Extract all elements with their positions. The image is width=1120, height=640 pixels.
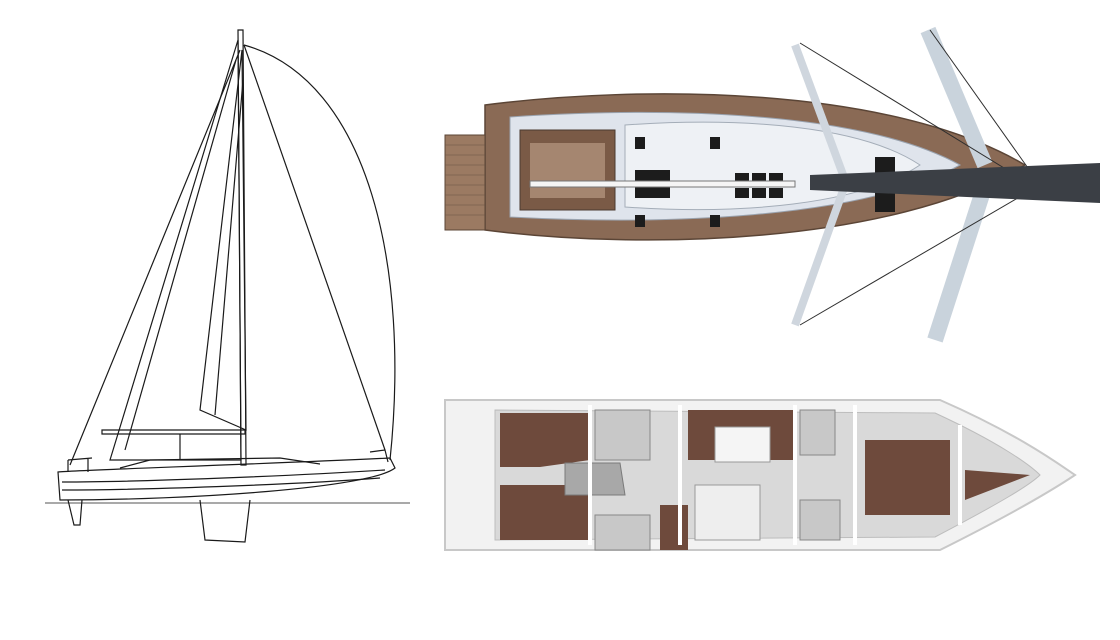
chart-table: [660, 505, 688, 550]
backstay: [69, 49, 241, 466]
head-forward-port: [799, 409, 836, 456]
rudder: [67, 499, 83, 526]
aft-cabin-starboard: [500, 485, 590, 540]
boom: [101, 429, 246, 435]
saloon-table: [714, 426, 771, 463]
head-forward-starboard: [799, 499, 841, 541]
galley: [694, 484, 761, 541]
main-sail: [199, 49, 247, 431]
head-aft-port: [594, 409, 651, 461]
deck-plan-render: [444, 26, 1100, 343]
jib-sail: [109, 39, 242, 461]
boom-top: [529, 180, 796, 188]
aft-cabin-port: [500, 413, 590, 467]
sail-plan-drawing: [45, 29, 410, 543]
forward-cabin: [865, 440, 950, 515]
spreader-upper: [791, 43, 849, 182]
spreader-lower: [791, 183, 849, 327]
gennaker: [243, 44, 396, 461]
deck-plan-view: [440, 25, 1110, 345]
swim-platform: [444, 134, 486, 231]
sail-plan-view: [40, 20, 420, 565]
keel: [199, 499, 251, 543]
layout-plan-view: [440, 385, 1080, 560]
mast-top: [810, 163, 1100, 203]
hull: [57, 457, 396, 501]
forepeak: [965, 470, 1030, 500]
spreader-right-upper: [920, 26, 993, 169]
spreader-right-lower: [927, 182, 993, 343]
layout-plan-drawing: [444, 399, 1077, 551]
companionway: [564, 462, 626, 496]
head-aft-starboard: [594, 514, 651, 551]
